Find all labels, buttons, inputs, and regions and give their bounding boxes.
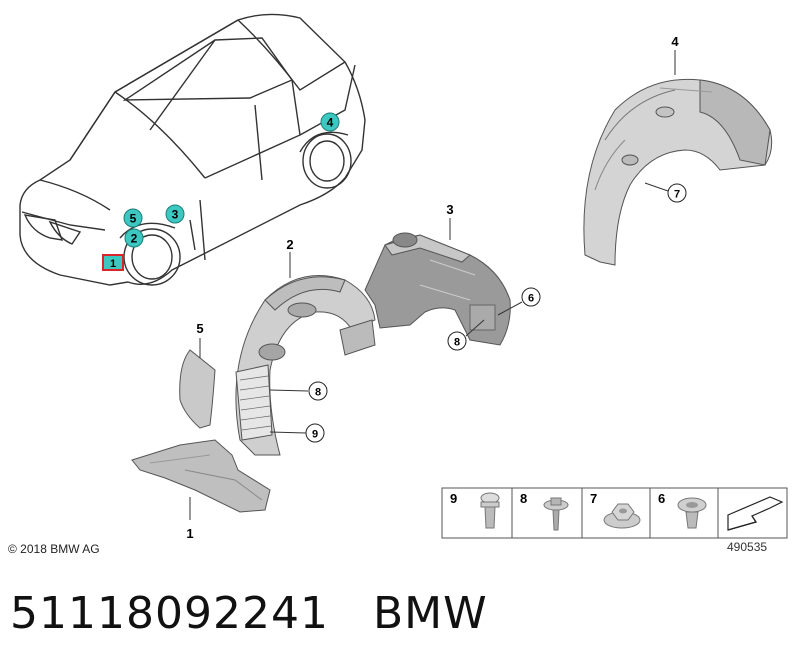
car-marker-4[interactable]: 4: [320, 112, 340, 132]
callout-circle-7-label: 7: [674, 189, 680, 201]
callout-circle-8-lower: 8: [269, 381, 328, 401]
callout-circle-6-label: 6: [528, 293, 534, 305]
push-rivet-icon: [480, 492, 500, 529]
legend-item-8[interactable]: 8: [520, 491, 569, 531]
diagram-number: 490535: [727, 540, 768, 554]
callout-circle-9-label: 9: [312, 429, 318, 441]
callout-3: 3: [446, 202, 454, 240]
callout-5-label: 5: [196, 321, 203, 336]
legend-item-7-label: 7: [590, 491, 597, 506]
car-marker-5[interactable]: 5: [123, 208, 143, 228]
car-marker-3-label: 3: [172, 208, 179, 222]
part-1-lower-cover: [131, 439, 271, 513]
legend-item-6[interactable]: 6: [658, 491, 707, 529]
part-number: 51118092241: [10, 588, 329, 639]
legend-item-9-label: 9: [450, 491, 457, 506]
callout-2: 2: [286, 237, 294, 278]
footer-caption: 51118092241 BMW: [10, 588, 488, 639]
car-marker-3[interactable]: 3: [165, 204, 185, 224]
hex-nut-icon: [603, 503, 641, 529]
part-3-wheel-arch-liner-front-rear: [364, 232, 511, 346]
car-marker-5-label: 5: [130, 212, 137, 226]
part-4-wheel-arch-liner-rear: [583, 78, 773, 266]
callout-5: 5: [196, 321, 204, 358]
vehicle-outline: [19, 13, 366, 286]
copyright-notice: © 2018 BMW AG: [8, 542, 100, 556]
arrow-orientation-icon: [727, 496, 784, 531]
callout-circle-8-upper: 8: [447, 319, 485, 351]
parts-diagram: 5 3 2 1 4 4 3: [19, 13, 788, 541]
callout-4: 4: [671, 34, 679, 75]
screw-icon: [543, 497, 569, 531]
clip-nut-icon: [677, 497, 707, 529]
callout-circle-6: 6: [497, 287, 541, 316]
legend-item-6-label: 6: [658, 491, 665, 506]
car-marker-1-label: 1: [110, 258, 116, 270]
part-5-cover-panel: [179, 349, 216, 429]
legend-item-7[interactable]: 7: [590, 491, 641, 529]
callout-3-label: 3: [446, 202, 453, 217]
fastener-legend: 9 8 7 6: [441, 487, 788, 539]
legend-item-8-label: 8: [520, 491, 527, 506]
legend-item-9[interactable]: 9: [450, 491, 500, 529]
callout-1: 1: [186, 497, 194, 541]
car-marker-1-selected[interactable]: 1: [102, 254, 124, 271]
brand-name: BMW: [372, 588, 488, 639]
callout-circle-8-upper-label: 8: [454, 337, 460, 349]
callout-2-label: 2: [286, 237, 293, 252]
callout-circle-7: 7: [644, 182, 687, 203]
car-marker-2-label: 2: [131, 232, 138, 246]
car-marker-4-label: 4: [327, 116, 334, 130]
callout-4-label: 4: [671, 34, 679, 49]
callout-1-label: 1: [186, 526, 193, 541]
car-marker-2[interactable]: 2: [124, 228, 144, 248]
callout-circle-8-lower-label: 8: [315, 387, 321, 399]
part-2-wheel-arch-liner-front: [235, 275, 376, 456]
callout-circle-9: 9: [269, 423, 325, 443]
